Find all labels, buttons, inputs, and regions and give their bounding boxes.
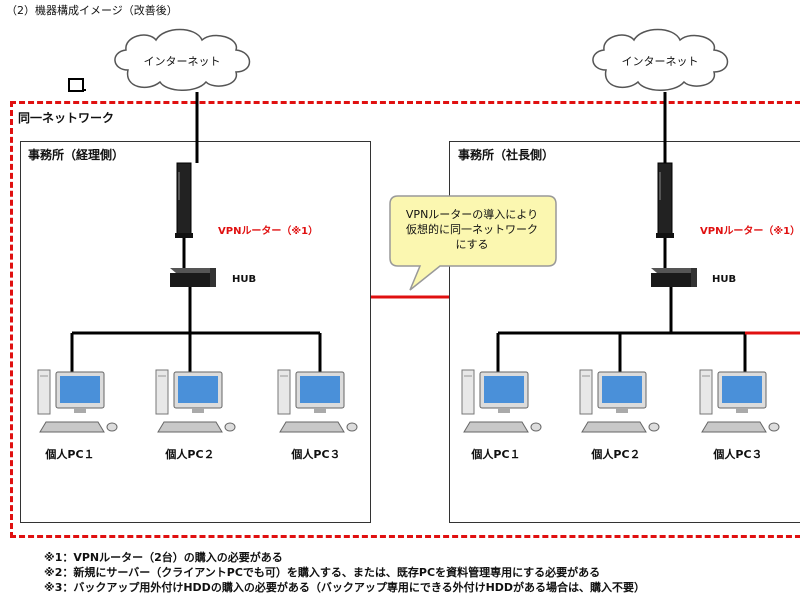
cloud-icon bbox=[114, 28, 251, 91]
footnote-1: ※1：VPNルーター（2台）の購入の必要がある bbox=[44, 551, 283, 564]
desktop-pc-icon bbox=[699, 369, 780, 433]
office-president bbox=[449, 141, 800, 523]
checkbox-icon bbox=[68, 78, 84, 92]
pc-label: 個人PC２ bbox=[591, 448, 641, 461]
cloud-icon bbox=[592, 28, 729, 91]
hub-icon bbox=[651, 268, 697, 287]
pc-label: 個人PC１ bbox=[45, 448, 95, 461]
router-label: VPNルーター（※1） bbox=[218, 226, 319, 237]
network-label: 同一ネットワーク bbox=[18, 111, 115, 125]
desktop-pc-icon bbox=[461, 369, 542, 433]
callout-line: にする bbox=[455, 238, 489, 251]
cloud-label: インターネット bbox=[143, 55, 221, 68]
router-icon bbox=[656, 162, 674, 238]
office-accounting-label: 事務所（経理側） bbox=[28, 148, 125, 162]
router-icon bbox=[175, 162, 193, 238]
cloud-label: インターネット bbox=[621, 55, 699, 68]
router-label: VPNルーター（※1） bbox=[700, 226, 800, 237]
same-network-boundary bbox=[10, 101, 800, 538]
callout-text: VPNルーターの導入により 仮想的に同一ネットワーク にする bbox=[397, 207, 547, 252]
pc-label: 個人PC３ bbox=[713, 448, 763, 461]
hub-icon bbox=[170, 268, 216, 287]
diagram-heading: （2）機器構成イメージ（改善後） bbox=[6, 4, 178, 17]
hub-label: HUB bbox=[232, 274, 257, 285]
callout-bubble bbox=[389, 195, 557, 291]
desktop-pc-icon bbox=[155, 369, 236, 433]
callout-line: VPNルーターの導入により bbox=[405, 208, 539, 221]
pc-label: 個人PC１ bbox=[471, 448, 521, 461]
footnote-3: ※3：バックアップ用外付けHDDの購入の必要がある（バックアップ専用にできる外付… bbox=[44, 581, 646, 594]
desktop-pc-icon bbox=[579, 369, 660, 433]
hub-label: HUB bbox=[712, 274, 737, 285]
desktop-pc-icon bbox=[37, 369, 118, 433]
pc-label: 個人PC２ bbox=[165, 448, 215, 461]
footnote-2: ※2：新規にサーバー（クライアントPCでも可）を購入する、または、既存PCを資料… bbox=[44, 566, 601, 579]
callout-line: 仮想的に同一ネットワーク bbox=[406, 223, 538, 236]
office-president-label: 事務所（社長側） bbox=[458, 148, 555, 162]
pc-label: 個人PC３ bbox=[291, 448, 341, 461]
desktop-pc-icon bbox=[277, 369, 358, 433]
